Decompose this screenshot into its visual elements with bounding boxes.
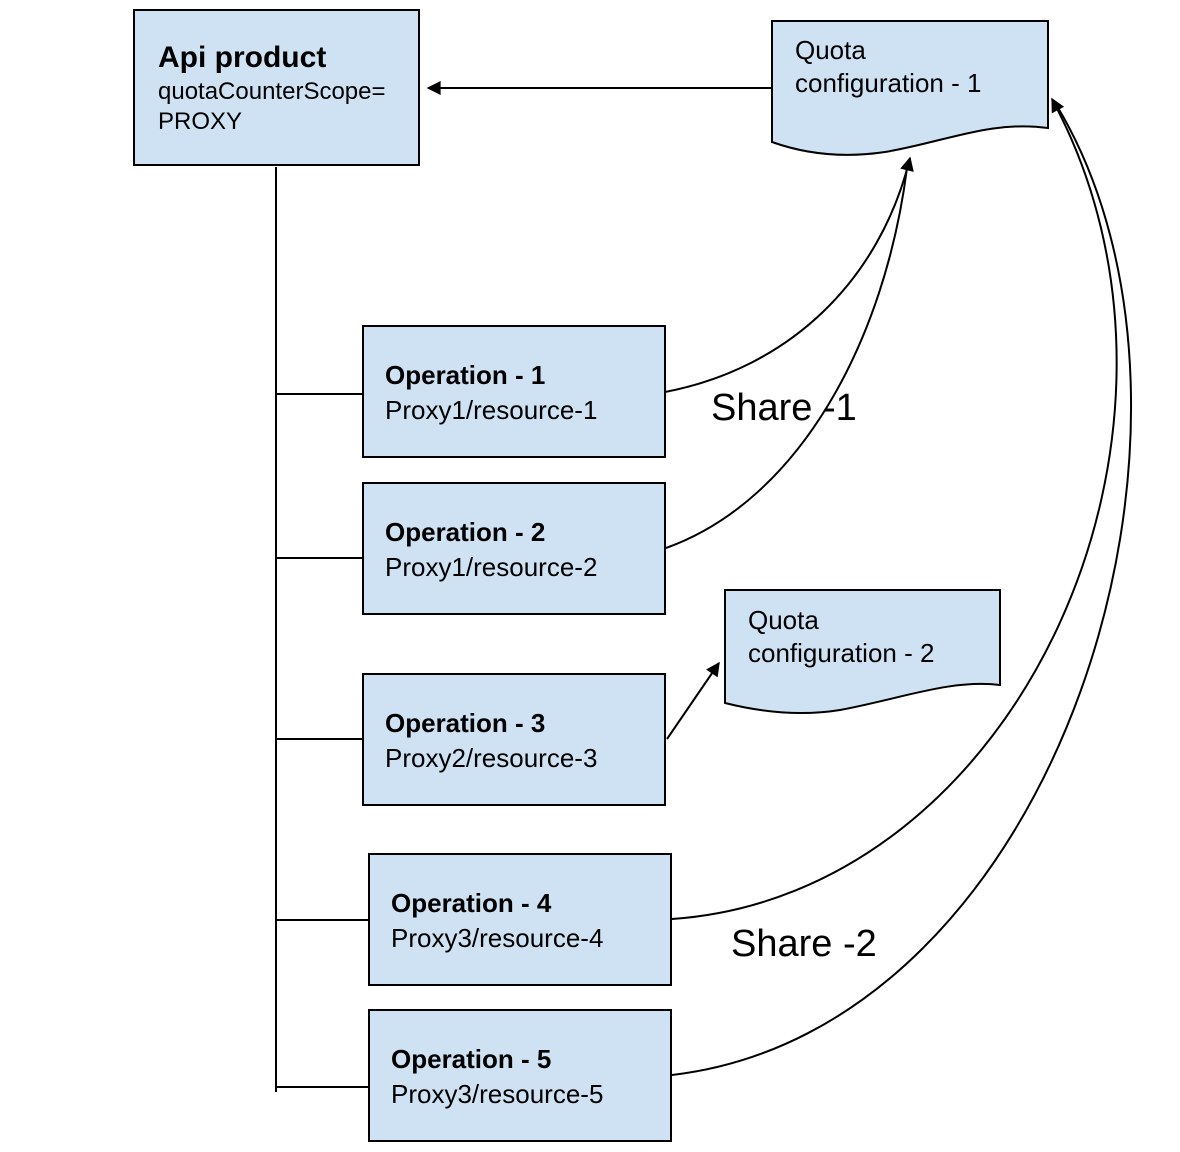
api-product-attribute-line1: quotaCounterScope= [158,78,386,105]
share2-curve-operation-4 [671,97,1118,920]
arrow-operation-3-to-quota2 [666,661,720,740]
api-product-attribute-line2: PROXY [158,108,243,135]
quota-config-1-line2: configuration - 1 [795,68,982,98]
share2-curve-operation-5 [671,105,1133,1076]
operation-2-title: Operation - 2 [385,517,546,547]
quota-config-2-line2: configuration - 2 [748,638,935,668]
operation-1-node: Operation - 1 Proxy1/resource-1 [362,325,666,458]
operation-3-title: Operation - 3 [385,708,546,738]
operation-1-path: Proxy1/resource-1 [385,395,598,425]
api-product-node: Api product quotaCounterScope= PROXY [133,9,420,166]
quota-config-1-document-shape [771,20,1049,156]
operation-4-title: Operation - 4 [391,888,552,918]
quota-config-2-label: Quota configuration - 2 [748,604,934,670]
share-2-label: Share -2 [731,923,877,965]
quota-config-1-line1: Quota [795,35,866,65]
share-1-label: Share -1 [711,387,857,429]
quota-config-2-document-shape [724,589,1001,715]
api-product-title: Api product [158,41,327,74]
operation-5-path: Proxy3/resource-5 [391,1079,604,1109]
operation-1-title: Operation - 1 [385,360,546,390]
operation-3-node: Operation - 3 Proxy2/resource-3 [362,673,666,806]
operation-5-node: Operation - 5 Proxy3/resource-5 [368,1009,672,1142]
quota-config-1-label: Quota configuration - 1 [795,34,981,100]
operation-3-path: Proxy2/resource-3 [385,743,598,773]
share1-curve-operation-1 [664,156,914,393]
share1-curve-operation-2 [665,167,908,549]
operation-2-path: Proxy1/resource-2 [385,552,598,582]
operation-4-node: Operation - 4 Proxy3/resource-4 [368,853,672,986]
operation-2-node: Operation - 2 Proxy1/resource-2 [362,482,666,615]
operation-5-title: Operation - 5 [391,1044,552,1074]
operation-4-path: Proxy3/resource-4 [391,923,604,953]
quota-config-2-line1: Quota [748,605,819,635]
